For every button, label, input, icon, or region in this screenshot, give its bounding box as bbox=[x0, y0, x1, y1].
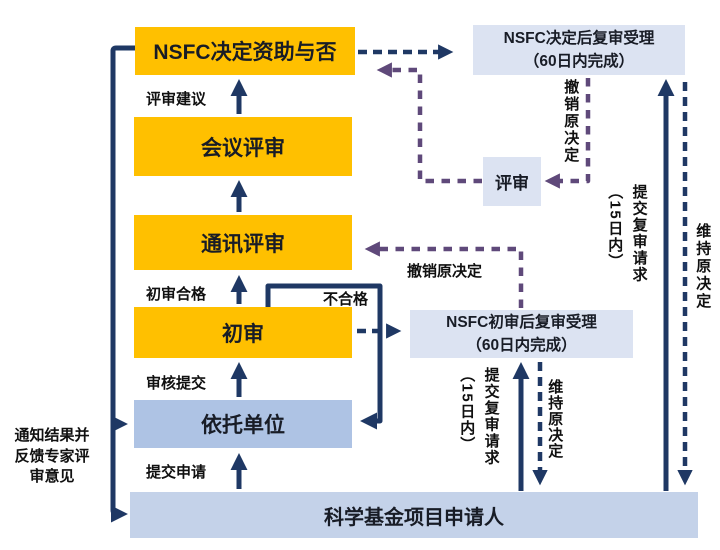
audit-submit-label: 审核提交 bbox=[146, 375, 207, 392]
meeting-review-box: 会议评审 bbox=[134, 117, 352, 176]
letter-review-box: 通讯评审 bbox=[134, 215, 352, 270]
applicant-box: 科学基金项目申请人 bbox=[130, 492, 698, 538]
first-review-pass-label: 初审合格 bbox=[146, 286, 207, 303]
maintain-decision-right-label: 维持原决定 bbox=[694, 223, 712, 311]
post-first-appeal-label: NSFC初审后复审受理 （60日内完成） bbox=[446, 313, 597, 354]
revoke-decision-top-label: 撤销原决定 bbox=[562, 79, 580, 164]
maintain-decision-mid-label: 维持原决定 bbox=[546, 379, 564, 459]
notify-result-label: 通知结果并 反馈专家评 审意见 bbox=[14, 427, 90, 486]
submit-appeal-mid-label: 提交复审请求 （15日内） bbox=[458, 367, 500, 466]
institution-box: 依托单位 bbox=[134, 400, 352, 448]
review-box: 评审 bbox=[483, 157, 541, 206]
applicant-label: 科学基金项目申请人 bbox=[324, 506, 504, 529]
post-first-appeal-box: NSFC初审后复审受理 （60日内完成） bbox=[410, 310, 633, 358]
nsfc-decision-label: NSFC决定资助与否 bbox=[153, 41, 337, 64]
review-suggestion-label: 评审建议 bbox=[146, 91, 207, 108]
nsfc-decision-box: NSFC决定资助与否 bbox=[135, 27, 355, 75]
review-to-decision-dashed-arrow bbox=[376, 62, 482, 184]
fail-label: 不合格 bbox=[323, 291, 369, 308]
meeting-review-label: 会议评审 bbox=[201, 136, 285, 160]
notify-feedback-line bbox=[110, 45, 135, 523]
post-decision-appeal-label: NSFC决定后复审受理 （60日内完成） bbox=[503, 29, 655, 70]
revoke-decision-mid-label: 撤销原决定 bbox=[407, 263, 483, 280]
institution-label: 依托单位 bbox=[201, 414, 285, 437]
submit-appeal-right-label: 提交复审请求 （15日内） bbox=[606, 184, 648, 283]
review-label: 评审 bbox=[495, 174, 529, 193]
first-review-box: 初审 bbox=[134, 307, 352, 358]
submit-application-label: 提交申请 bbox=[146, 464, 207, 481]
letter-review-label: 通讯评审 bbox=[201, 232, 285, 256]
first-review-label: 初审 bbox=[222, 322, 264, 346]
post-decision-appeal-box: NSFC决定后复审受理 （60日内完成） bbox=[473, 25, 685, 75]
